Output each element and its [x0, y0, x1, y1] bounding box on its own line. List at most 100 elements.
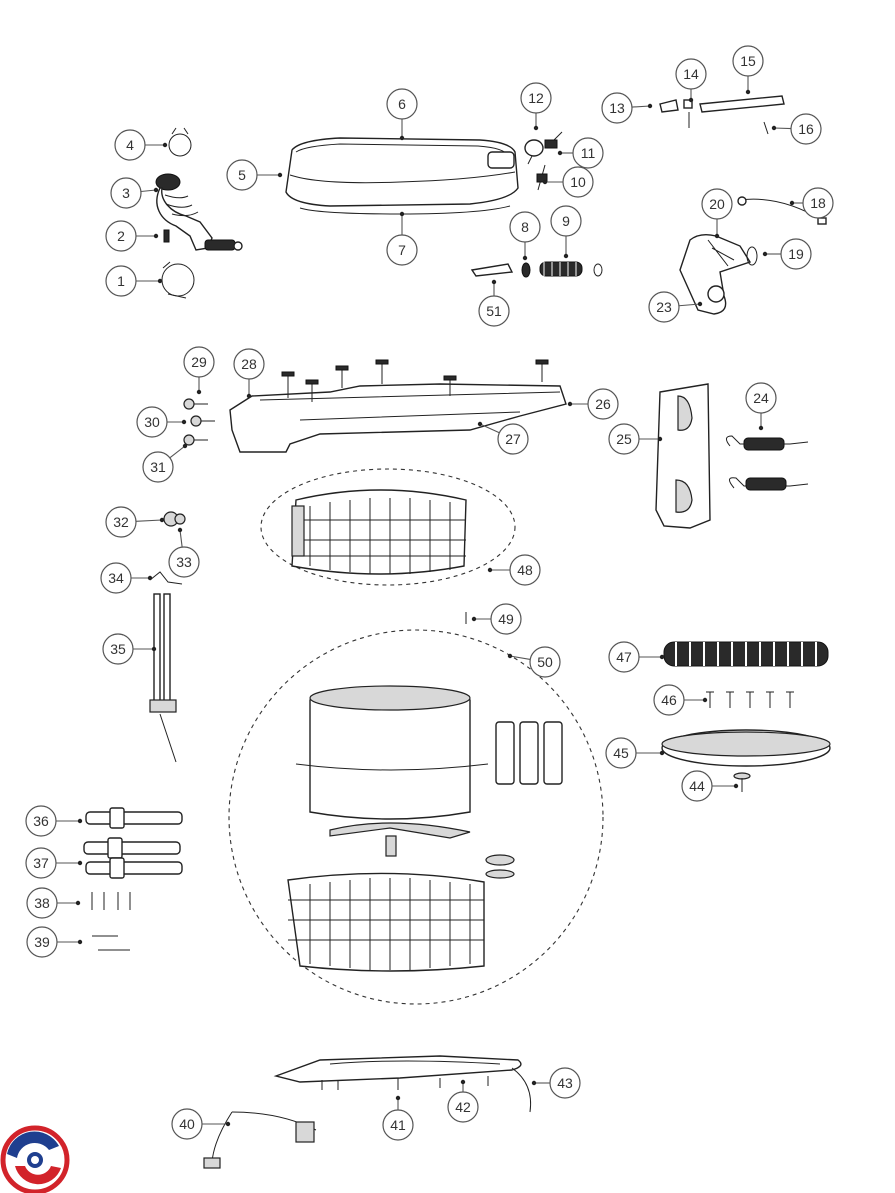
part-4-clamp — [168, 127, 192, 157]
callout-number-28: 28 — [241, 356, 257, 372]
callout-19: 19 — [762, 238, 812, 270]
callout-circle-44 — [681, 770, 713, 802]
callout-circle-35 — [102, 633, 134, 665]
callout-number-23: 23 — [656, 299, 672, 315]
callout-number-51: 51 — [486, 303, 502, 319]
callout-number-41: 41 — [390, 1117, 406, 1133]
callout-circle-36 — [25, 805, 57, 837]
callout-number-36: 36 — [33, 813, 49, 829]
callout-circle-40 — [171, 1108, 203, 1140]
callout-circle-2 — [105, 220, 137, 252]
callout-circle-42 — [447, 1091, 479, 1123]
callout-39: 39 — [26, 926, 83, 958]
callout-number-34: 34 — [108, 570, 124, 586]
callout-9: 9 — [550, 205, 582, 259]
callout-dot-50 — [507, 653, 513, 659]
callout-circle-19 — [780, 238, 812, 270]
callout-number-15: 15 — [740, 53, 756, 69]
callout-44: 44 — [681, 770, 739, 802]
callout-15: 15 — [732, 45, 764, 95]
callout-6: 6 — [386, 88, 418, 141]
part-47-rotor-ring — [663, 641, 829, 667]
part-13-14-15-16-fittings — [659, 95, 785, 135]
part-24-springs — [726, 435, 809, 491]
callout-number-2: 2 — [117, 228, 125, 244]
callout-number-13: 13 — [609, 100, 625, 116]
callout-dot-8 — [522, 255, 528, 261]
callout-46: 46 — [653, 684, 708, 716]
callout-dot-30 — [181, 419, 187, 425]
callout-leader-23 — [678, 303, 701, 307]
part-46-bolts — [706, 691, 794, 708]
callout-dot-18 — [789, 200, 795, 206]
callout-27: 27 — [477, 421, 529, 455]
callout-number-19: 19 — [788, 246, 804, 262]
callout-dot-45 — [659, 750, 665, 756]
callout-number-10: 10 — [570, 174, 586, 190]
callout-47: 47 — [608, 641, 665, 673]
callout-circle-6 — [386, 88, 418, 120]
callout-48: 48 — [487, 554, 541, 586]
callout-circle-43 — [549, 1067, 581, 1099]
callout-number-42: 42 — [455, 1099, 471, 1115]
callout-number-1: 1 — [117, 273, 125, 289]
callout-circle-8 — [509, 211, 541, 243]
callout-number-43: 43 — [557, 1075, 573, 1091]
callout-31: 31 — [142, 443, 188, 483]
callout-circle-48 — [509, 554, 541, 586]
part-38-39-screws — [91, 892, 131, 951]
callout-circle-49 — [490, 603, 522, 635]
callout-40: 40 — [171, 1108, 231, 1140]
callout-8: 8 — [509, 211, 541, 261]
callout-circle-33 — [168, 546, 200, 578]
callout-circle-31 — [142, 451, 174, 483]
part-1-hose-clamp — [161, 261, 195, 299]
callout-dot-9 — [563, 253, 569, 259]
callout-13: 13 — [601, 92, 653, 124]
callout-dot-38 — [75, 900, 81, 906]
callout-10: 10 — [542, 166, 594, 198]
callout-number-7: 7 — [398, 242, 406, 258]
callout-number-46: 46 — [661, 692, 677, 708]
callout-14: 14 — [675, 58, 707, 103]
callout-dot-39 — [77, 939, 83, 945]
callout-leader-50 — [509, 655, 531, 661]
callout-23: 23 — [648, 291, 703, 323]
callout-dot-12 — [533, 125, 539, 131]
callout-dot-31 — [182, 443, 188, 449]
callout-leader-32 — [135, 519, 163, 522]
callout-dot-48 — [487, 567, 493, 573]
callout-circle-7 — [386, 234, 418, 266]
callout-33: 33 — [168, 527, 200, 578]
callout-number-50: 50 — [537, 654, 553, 670]
callout-28: 28 — [233, 348, 265, 399]
callout-circle-12 — [520, 82, 552, 114]
callout-dot-49 — [471, 616, 477, 622]
callout-dot-46 — [702, 697, 708, 703]
callout-number-8: 8 — [521, 219, 529, 235]
callout-circle-34 — [100, 562, 132, 594]
callout-number-11: 11 — [581, 145, 596, 161]
callout-25: 25 — [608, 423, 663, 455]
callout-circle-23 — [648, 291, 680, 323]
callout-dot-16 — [771, 125, 777, 131]
callout-number-16: 16 — [798, 121, 814, 137]
callout-circle-41 — [382, 1109, 414, 1141]
part-44-bolt — [733, 772, 751, 792]
callout-number-45: 45 — [613, 745, 629, 761]
callout-3: 3 — [110, 177, 159, 209]
callout-12: 12 — [520, 82, 552, 131]
callout-number-33: 33 — [176, 554, 192, 570]
callout-circle-39 — [26, 926, 58, 958]
callout-circle-4 — [114, 129, 146, 161]
callout-16: 16 — [771, 113, 822, 145]
callout-number-39: 39 — [34, 934, 50, 950]
part-36-37-rods — [83, 807, 183, 879]
callout-dot-6 — [399, 135, 405, 141]
callout-dot-24 — [758, 425, 764, 431]
callout-26: 26 — [567, 388, 619, 420]
callout-circle-32 — [105, 506, 137, 538]
part-40-wire-harness — [203, 1111, 317, 1169]
callout-dot-7 — [399, 211, 405, 217]
